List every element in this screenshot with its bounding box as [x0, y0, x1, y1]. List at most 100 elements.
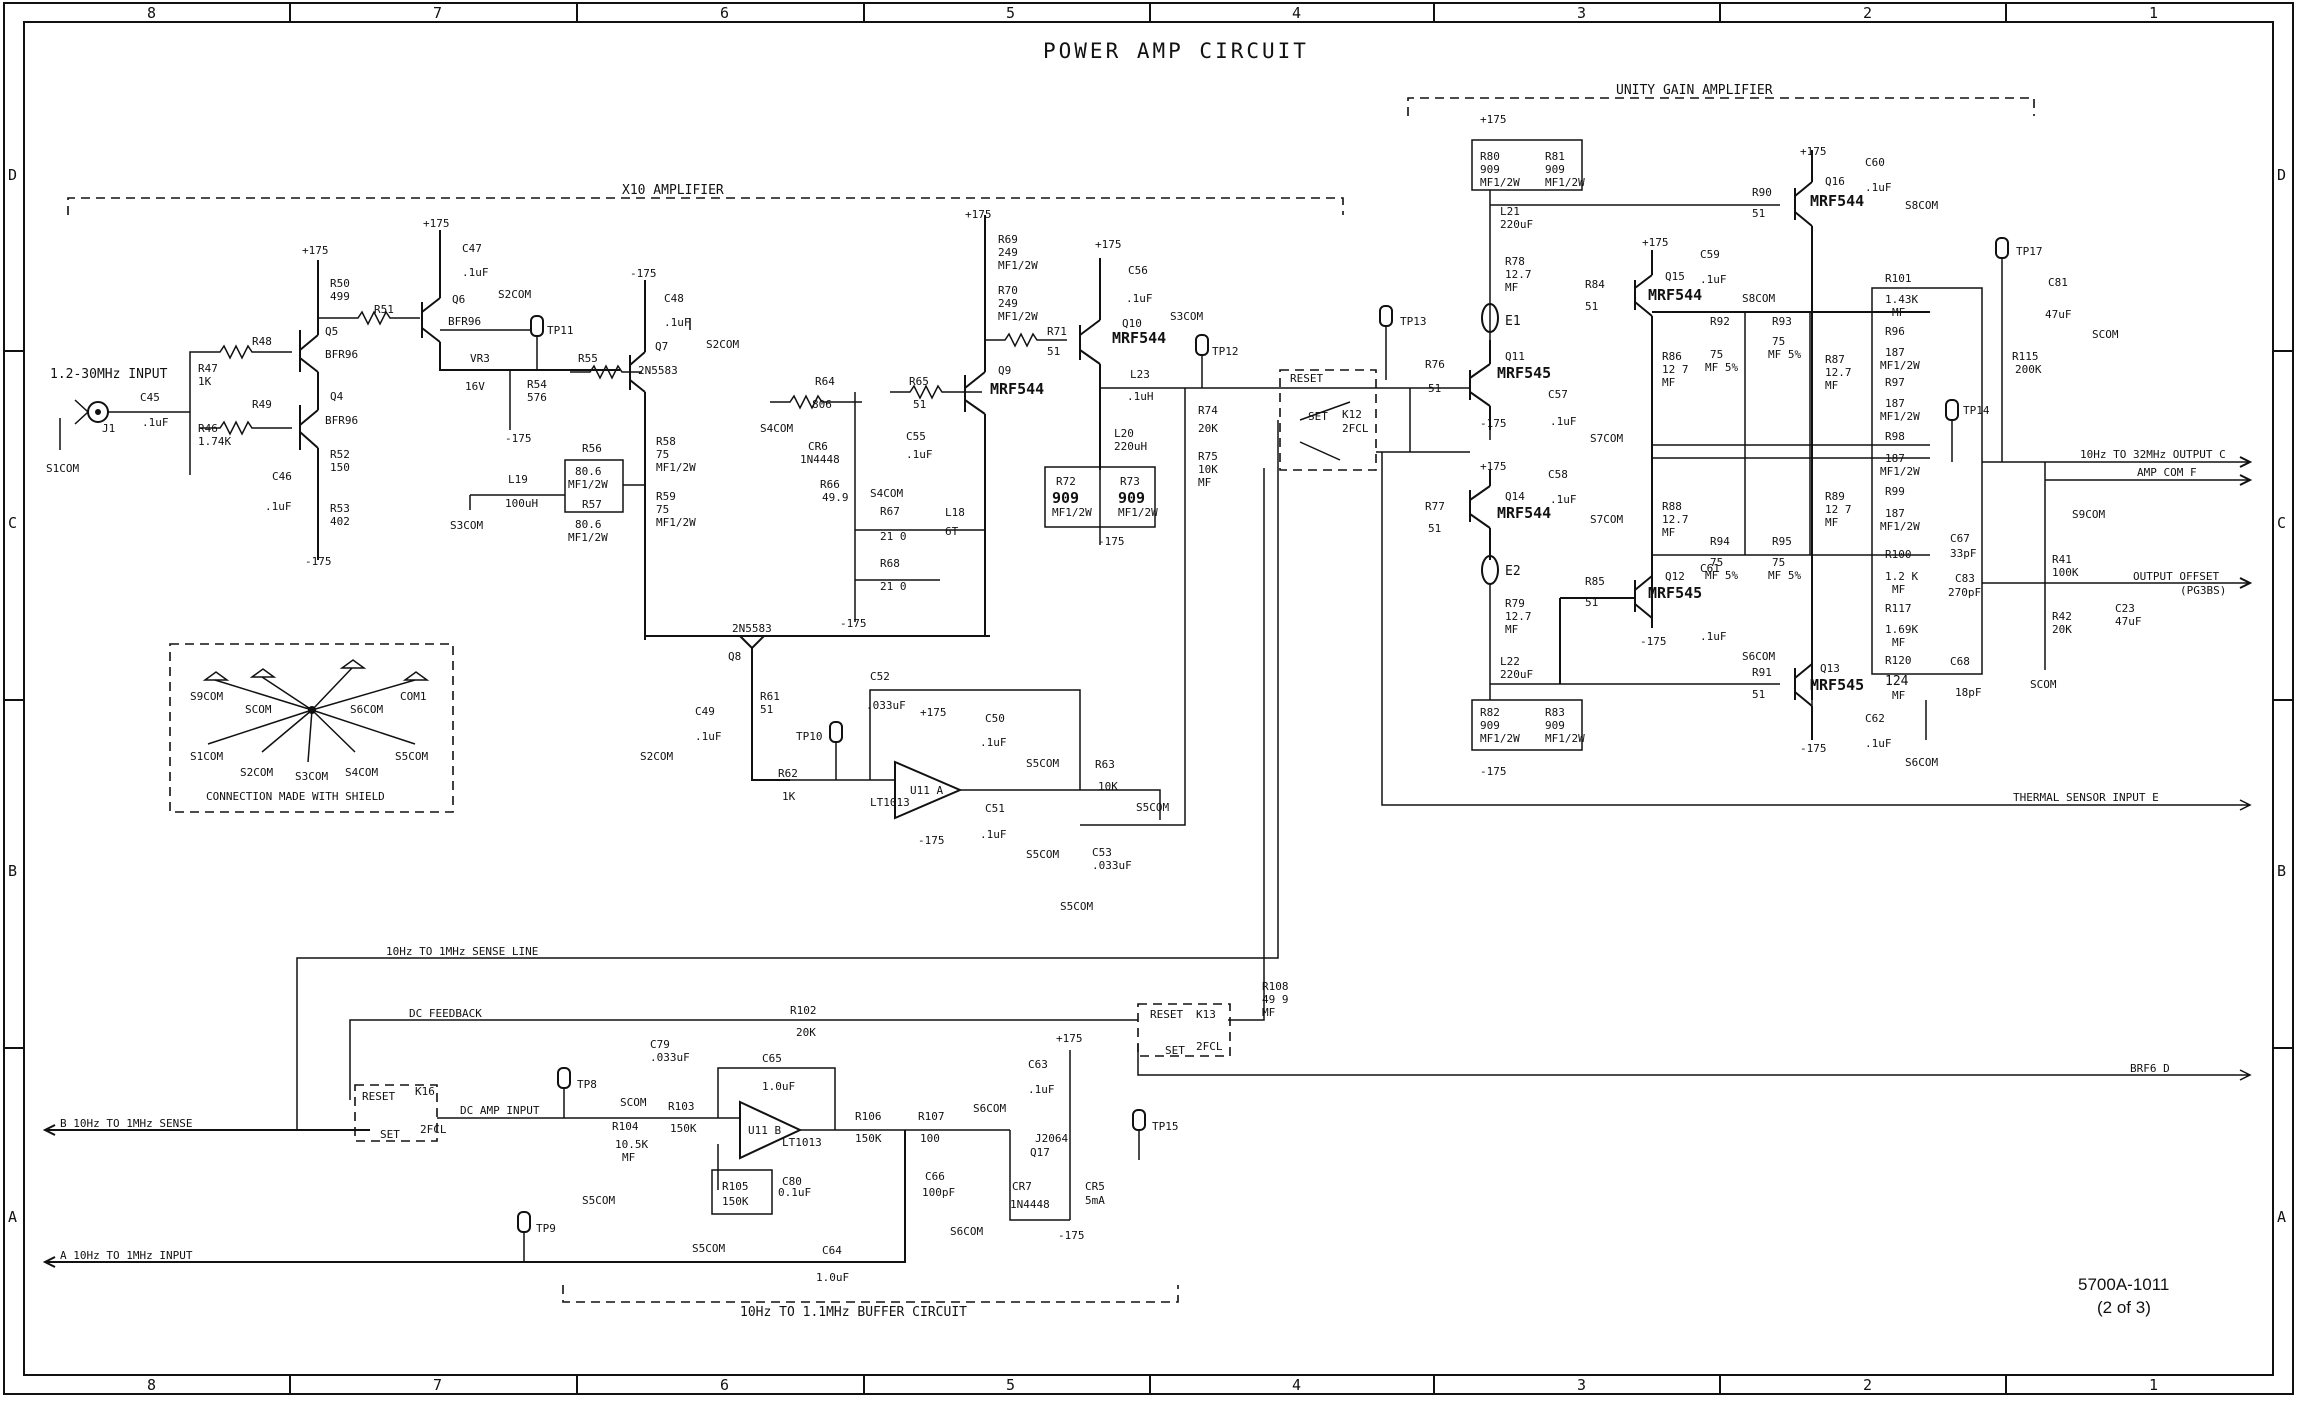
c63-value: .1uF	[1028, 1083, 1055, 1096]
tp8-test-point[interactable]	[557, 1067, 571, 1118]
r88-type: MF	[1662, 526, 1675, 539]
amp-com-label[interactable]: AMP COM F	[2137, 466, 2197, 479]
r102-value: 20K	[796, 1026, 816, 1039]
tp17-test-point[interactable]	[1995, 237, 2009, 462]
tp15-label: TP15	[1152, 1120, 1179, 1133]
unity-gain-label: UNITY GAIN AMPLIFIER	[1616, 83, 1773, 98]
tp12-test-point[interactable]	[1195, 334, 1209, 388]
r75-ref: R75	[1198, 450, 1218, 463]
r85-ref: R85	[1585, 575, 1605, 588]
net-label: S8COM	[1905, 199, 1938, 212]
r73-value: 909	[1118, 489, 1145, 507]
k16-set: SET	[380, 1128, 400, 1141]
r104-type: MF	[622, 1151, 635, 1164]
dc-amp-input-label: DC AMP INPUT	[460, 1104, 540, 1117]
r95-value: 75	[1772, 556, 1785, 569]
j1-input-connector[interactable]	[59, 399, 190, 450]
c47-value: .1uF	[462, 266, 489, 279]
r41-ref: R41	[2052, 553, 2072, 566]
q8-type: 2N5583	[732, 622, 772, 635]
a-input-label[interactable]: A 10Hz TO 1MHz INPUT	[60, 1249, 193, 1262]
vr3-value: 16V	[465, 380, 485, 393]
c48-value: .1uF	[664, 316, 691, 329]
c48-ref: C48	[664, 292, 684, 305]
r68-ref: R68	[880, 557, 900, 570]
e2-label: E2	[1505, 564, 1521, 579]
k13-relay[interactable]	[1137, 1003, 1231, 1057]
net-label: S3COM	[450, 519, 483, 532]
buffer-circuit-label: 10Hz TO 1.1MHz BUFFER CIRCUIT	[740, 1305, 967, 1320]
r91-value: 51	[1752, 688, 1765, 701]
outer-border	[3, 2, 2294, 1395]
r102-ref: R102	[790, 1004, 817, 1017]
k16-reset: RESET	[362, 1090, 395, 1103]
r53-ref: R53	[330, 502, 350, 515]
zone-col-bottom: 2	[1863, 1376, 1872, 1394]
tp15-test-point[interactable]	[1132, 1109, 1146, 1160]
drawing-number: 5700A-1011	[2078, 1275, 2169, 1294]
tp14-test-point[interactable]	[1945, 399, 1959, 462]
r73-rating: MF1/2W	[1118, 506, 1158, 519]
r96-rating: MF1/2W	[1880, 359, 1920, 372]
r115-ref: R115	[2012, 350, 2039, 363]
sheet-number: (2 of 3)	[2097, 1298, 2151, 1317]
r55-resistor	[570, 364, 642, 380]
r47-value: 1K	[198, 375, 212, 388]
r97-value: 187	[1885, 397, 1905, 410]
r61-value: 51	[760, 703, 773, 716]
r79-ref: R79	[1505, 597, 1525, 610]
net-label: S9COM	[2072, 508, 2105, 521]
r87-value: 12.7	[1825, 366, 1852, 379]
net-label: S2COM	[706, 338, 739, 351]
c46-value: .1uF	[265, 500, 292, 513]
r97-rating: MF1/2W	[1880, 410, 1920, 423]
r79-value: 12.7	[1505, 610, 1532, 623]
l18-ref: L18	[945, 506, 965, 519]
c67-ref: C67	[1950, 532, 1970, 545]
c45-value: .1uF	[142, 416, 169, 429]
cr7-part: 1N4448	[1010, 1198, 1050, 1211]
k16-relay[interactable]	[354, 1084, 438, 1142]
r74-ref: R74	[1198, 404, 1218, 417]
net-label: -175	[1480, 417, 1507, 430]
tp11-test-point[interactable]	[530, 315, 544, 370]
r58-rating: MF1/2W	[656, 461, 696, 474]
q12-type: MRF545	[1648, 584, 1702, 602]
output-label[interactable]: 10Hz TO 32MHz OUTPUT C	[2080, 448, 2226, 461]
shield-node: COM1	[400, 690, 427, 703]
thermal-label[interactable]: THERMAL SENSOR INPUT E	[2013, 791, 2159, 804]
l21-ref: L21	[1500, 205, 1520, 218]
c57-ref: C57	[1548, 388, 1568, 401]
r69-rating: MF1/2W	[998, 259, 1038, 272]
r86-value: 12 7	[1662, 363, 1689, 376]
r50-ref: R50	[330, 277, 350, 290]
b-sense-label[interactable]: B 10Hz TO 1MHz SENSE	[60, 1117, 192, 1130]
r42-ref: R42	[2052, 610, 2072, 623]
r65-value: 51	[913, 398, 926, 411]
zone-col-bottom: 7	[433, 1376, 442, 1394]
tp9-test-point[interactable]	[517, 1211, 531, 1262]
tp10-test-point[interactable]	[829, 721, 843, 780]
r96-ref: R96	[1885, 325, 1905, 338]
k12-type: 2FCL	[1342, 422, 1369, 435]
r101-value: 1.43K	[1885, 293, 1918, 306]
r69-ref: R69	[998, 233, 1018, 246]
r56-value: 80.6	[575, 465, 602, 478]
tp13-test-point[interactable]	[1379, 305, 1393, 380]
output-offset-label[interactable]: OUTPUT OFFSET	[2133, 570, 2219, 583]
c51-ref: C51	[985, 802, 1005, 815]
r80-r81-resistor-pair	[1471, 139, 1583, 191]
k12-relay[interactable]	[1279, 369, 1377, 471]
zone-col-bottom: 5	[1006, 1376, 1015, 1394]
r105-ref: R105	[722, 1180, 749, 1193]
shield-node: S1COM	[190, 750, 223, 763]
r79-type: MF	[1505, 623, 1518, 636]
c23-value: 47uF	[2115, 615, 2142, 628]
r108-ref: R108	[1262, 980, 1289, 993]
r101-ref: R101	[1885, 272, 1912, 285]
net-label: S2COM	[498, 288, 531, 301]
r56-r57-resistor-pair	[564, 459, 624, 513]
c49-ref: C49	[695, 705, 715, 718]
net-label: -175	[305, 555, 332, 568]
brf6-label[interactable]: BRF6 D	[2130, 1062, 2170, 1075]
